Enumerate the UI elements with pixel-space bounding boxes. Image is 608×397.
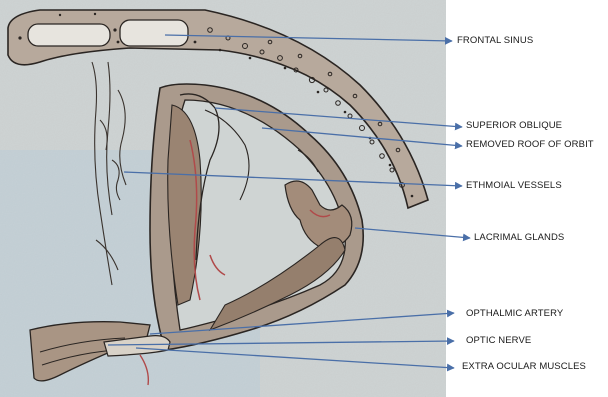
label-optic-nerve: OPTIC NERVE	[466, 335, 531, 346]
label-frontal-sinus: FRONTAL SINUS	[457, 35, 533, 46]
label-removed-roof: REMOVED ROOF OF ORBIT	[466, 139, 594, 150]
label-ethmoidal-vessels: ETHMOIAL VESSELS	[466, 180, 562, 191]
label-lacrimal-glands: LACRIMAL GLANDS	[474, 232, 564, 243]
label-extraocular-muscles: EXTRA OCULAR MUSCLES	[462, 361, 586, 372]
frontal-sinus-cavity-left	[28, 24, 110, 46]
label-ophthalmic-artery: OPTHALMIC ARTERY	[466, 308, 563, 319]
frontal-sinus-cavity-right	[120, 20, 188, 46]
label-superior-oblique: SUPERIOR OBLIQUE	[466, 120, 562, 131]
